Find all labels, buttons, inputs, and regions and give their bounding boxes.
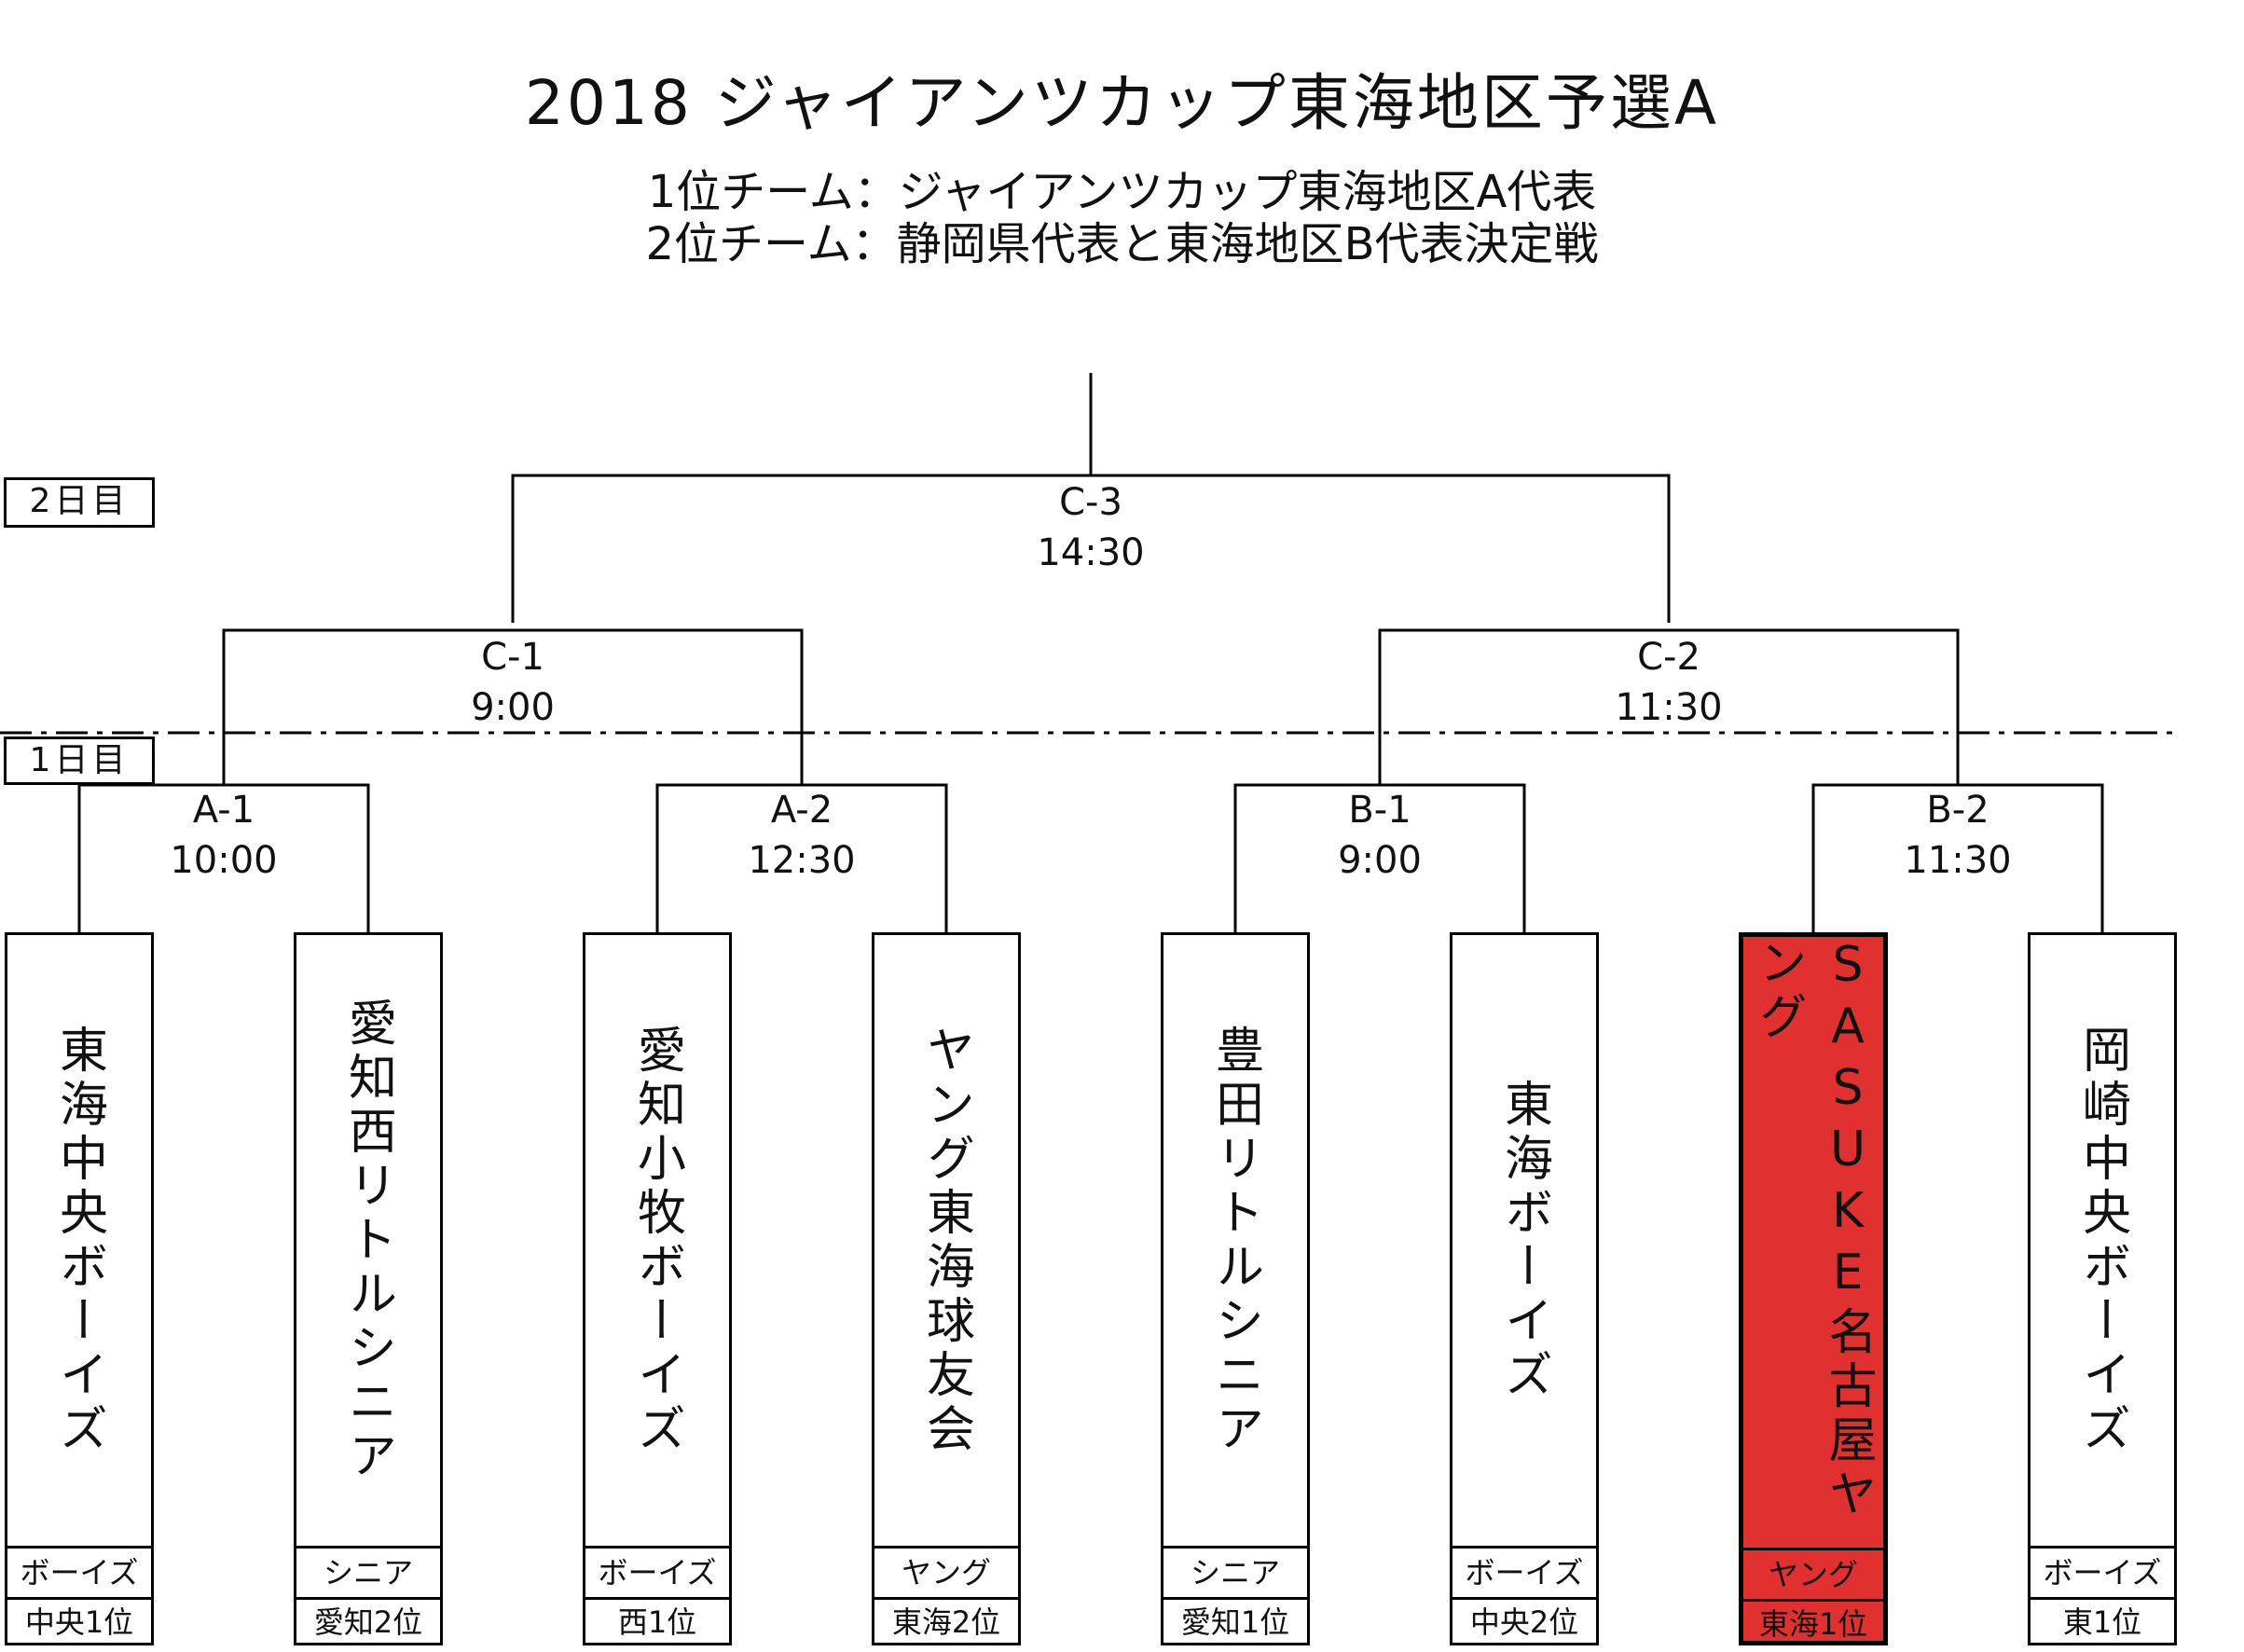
team-card: ヤング東海球友会 ヤング 東海2位 [872, 932, 1021, 1645]
match-time: 9:00 [1338, 839, 1422, 882]
team-category: ボーイズ [7, 1546, 151, 1597]
bracket-a1 [77, 783, 370, 932]
team-category: ボーイズ [1452, 1546, 1596, 1597]
subtitle: 1位チーム：ジャイアンツカップ東海地区A代表 2位チーム：静岡県代表と東海地区B… [0, 166, 2244, 270]
team-rank: 西1位 [585, 1597, 729, 1645]
team-name: SASUKE名古屋ヤング [1750, 937, 1876, 1522]
team-rank: 東1位 [2031, 1597, 2174, 1645]
match-a1: A-1 10:00 [84, 785, 364, 886]
bracket-b2 [1811, 783, 2104, 932]
subtitle-line-2: 2位チーム：静岡県代表と東海地区B代表決定戦 [645, 218, 1599, 270]
team-card: 愛知西リトルシニア シニア 愛知2位 [294, 932, 443, 1645]
day1-label: 1日目 [4, 737, 155, 785]
team-category: ヤング [874, 1546, 1018, 1597]
match-code: A-1 [192, 789, 255, 832]
match-code: B-2 [1926, 789, 1989, 832]
team-category: シニア [1163, 1546, 1307, 1597]
team-category: ボーイズ [2031, 1546, 2174, 1597]
team-card: 東海中央ボーイズ ボーイズ 中央1位 [5, 932, 154, 1645]
team-card: 豊田リトルシニア シニア 愛知1位 [1161, 932, 1310, 1645]
team-card: 愛知小牧ボーイズ ボーイズ 西1位 [583, 932, 732, 1645]
match-code: C-3 [1059, 481, 1122, 524]
match-time: 11:30 [1904, 839, 2012, 882]
team-rank: 愛知1位 [1163, 1597, 1307, 1645]
match-time: 12:30 [748, 839, 856, 882]
team-rank: 中央2位 [1452, 1597, 1596, 1645]
bracket-c3 [511, 474, 1671, 623]
subtitle-line-1: 1位チーム：ジャイアンツカップ東海地区A代表 [647, 166, 1597, 218]
bracket-a2 [655, 783, 948, 932]
day2-label: 2日目 [4, 477, 155, 528]
team-rank: 東海2位 [874, 1597, 1018, 1645]
team-rank: 愛知2位 [296, 1597, 440, 1645]
team-name: 豊田リトルシニア [1206, 1024, 1263, 1457]
team-name: 東海ボーイズ [1495, 1078, 1552, 1403]
team-card-highlighted: SASUKE名古屋ヤング ヤング 東海1位 [1739, 932, 1888, 1645]
team-name: 岡崎中央ボーイズ [2073, 1024, 2130, 1457]
bracket-b1 [1233, 783, 1526, 932]
team-card: 東海ボーイズ ボーイズ 中央2位 [1450, 932, 1599, 1645]
match-b2: B-2 11:30 [1818, 785, 2098, 886]
match-c2: C-2 11:30 [1529, 632, 1809, 733]
team-category: シニア [296, 1546, 440, 1597]
team-rank: 中央1位 [7, 1597, 151, 1645]
match-c1: C-1 9:00 [373, 632, 653, 733]
bracket-c1 [222, 628, 804, 785]
page-title: 2018 ジャイアンツカップ東海地区予選A [524, 67, 1720, 139]
team-name: ヤング東海球友会 [917, 1024, 974, 1457]
bracket-c2 [1378, 628, 1960, 785]
team-category: ボーイズ [585, 1546, 729, 1597]
match-a2: A-2 12:30 [662, 785, 942, 886]
team-rank: 東海1位 [1743, 1599, 1883, 1647]
match-code: A-2 [770, 789, 833, 832]
team-category: ヤング [1743, 1548, 1883, 1599]
match-code: B-1 [1348, 789, 1411, 832]
team-card: 岡崎中央ボーイズ ボーイズ 東1位 [2028, 932, 2177, 1645]
match-code: C-2 [1637, 636, 1700, 679]
match-code: C-1 [481, 636, 544, 679]
match-time: 9:00 [471, 686, 555, 729]
match-time: 11:30 [1615, 686, 1723, 729]
match-b1: B-1 9:00 [1240, 785, 1520, 886]
team-name: 東海中央ボーイズ [50, 1024, 107, 1457]
team-name: 愛知西リトルシニア [339, 997, 396, 1484]
match-c3: C-3 14:30 [951, 477, 1231, 578]
match-time: 10:00 [170, 839, 278, 882]
match-time: 14:30 [1037, 531, 1145, 574]
team-name: 愛知小牧ボーイズ [628, 1024, 685, 1457]
